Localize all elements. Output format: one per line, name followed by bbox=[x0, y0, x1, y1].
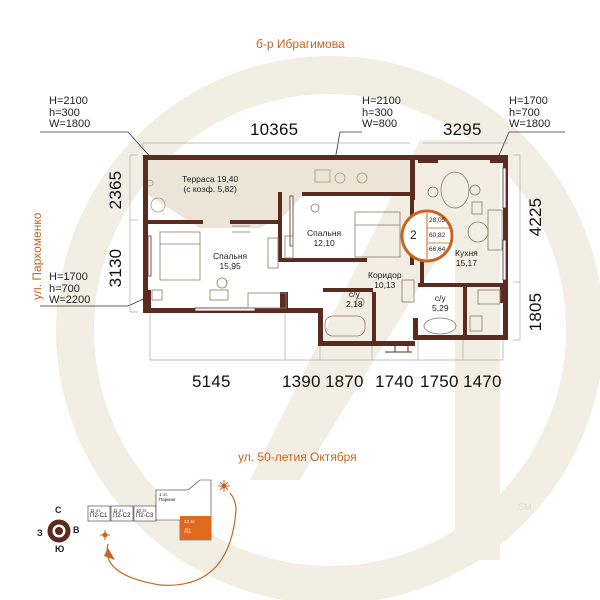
dim-left-2: 3130 bbox=[106, 248, 125, 288]
badge-area-3: 66,64 bbox=[429, 246, 446, 253]
room-terrace: Терраса 19,40(с коэф. 5,82) bbox=[182, 174, 239, 194]
badge-area-2: 60,82 bbox=[429, 232, 446, 239]
dim-bottom-6: 1470 bbox=[463, 372, 502, 391]
keyplan-cell-1: 11 эт.П2-С1 bbox=[90, 508, 108, 519]
dim-bottom-2: 1390 bbox=[282, 372, 321, 391]
keyplan-cell-2: 11 эт.П2-С2 bbox=[113, 508, 131, 519]
badge-room-count: 2 bbox=[410, 228, 417, 242]
compass-east: В bbox=[73, 525, 80, 535]
street-top: б-р Ибрагимова bbox=[256, 37, 345, 51]
badge-area-1: 28,05 bbox=[429, 217, 446, 224]
keyplan-cell-3: 10 эт.П2-С3 bbox=[136, 508, 154, 519]
dim-bottom-3: 1870 bbox=[325, 372, 364, 391]
watermark-text: SM bbox=[518, 502, 532, 512]
compass-north: С bbox=[55, 505, 62, 515]
dim-left-1: 2365 bbox=[106, 170, 125, 210]
compass-west: З bbox=[37, 528, 43, 538]
dim-top-2: 3295 bbox=[443, 120, 482, 139]
dim-bottom-4: 1740 bbox=[375, 372, 414, 391]
keyplan-parking: 1 эт.Паркинг bbox=[159, 492, 176, 502]
dim-right-1: 4225 bbox=[526, 197, 545, 237]
dim-bottom-5: 1750 bbox=[420, 372, 459, 391]
street-bottom: ул. 50-летия Октября bbox=[238, 450, 357, 464]
keyplan-highlight: 22 эт.Л1 bbox=[184, 519, 196, 535]
compass-south: Ю bbox=[55, 544, 65, 554]
dim-top-1: 10365 bbox=[250, 120, 299, 139]
dim-bottom-1: 5145 bbox=[192, 372, 231, 391]
dim-right-2: 1805 bbox=[526, 292, 545, 332]
